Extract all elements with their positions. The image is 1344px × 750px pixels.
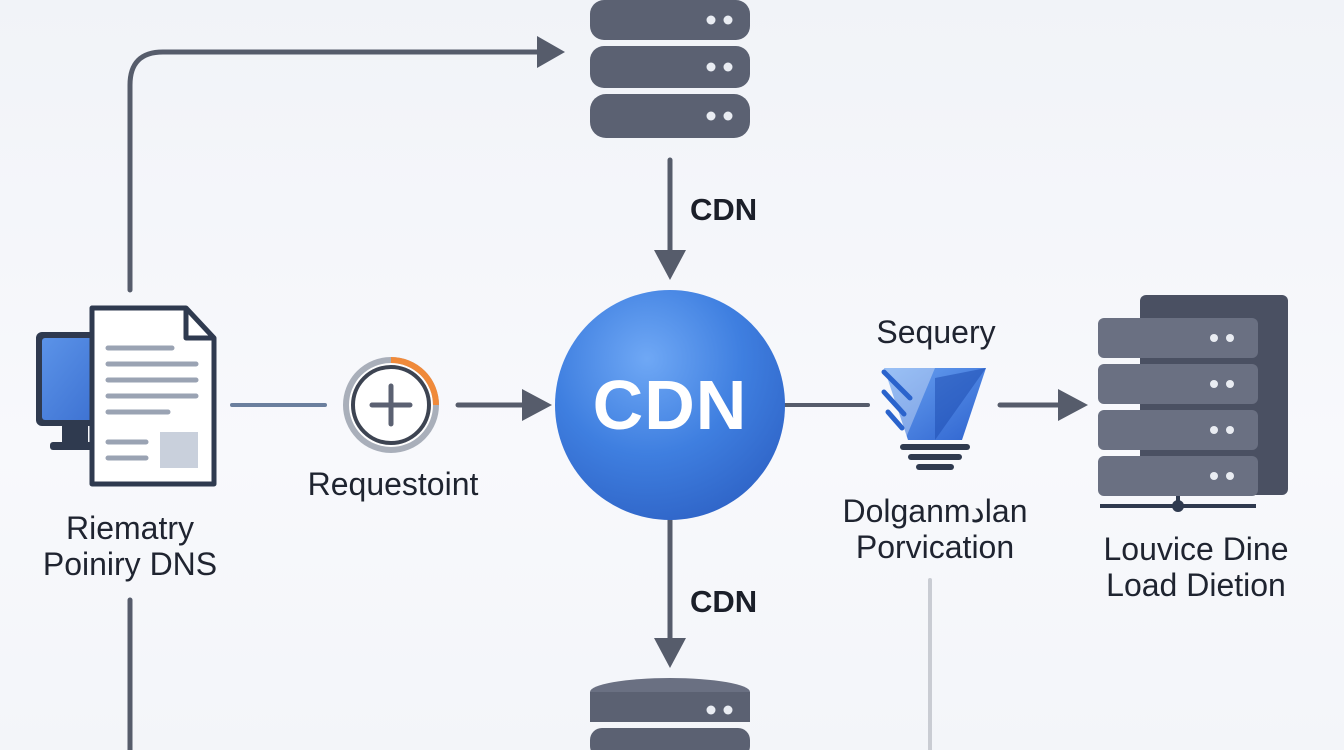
cdn-node [555, 290, 785, 520]
arrowhead-cdn-top [654, 250, 686, 280]
database-icon [590, 0, 750, 138]
client-label-line1: Riematry [65, 510, 194, 546]
cdn-node-label: CDN [592, 366, 748, 444]
security-node-label: Dolganmدlan Porvication [820, 493, 1050, 565]
load-label-line2: Load Dietion [1106, 567, 1286, 603]
security-lamp-icon [881, 368, 986, 470]
edge-label-top-cdn: CDN [690, 192, 758, 227]
arrowhead-load [1058, 389, 1088, 421]
client-node-label: Riematry Poiniry DNS [20, 510, 240, 582]
load-node-label: Louvice Dine Load Dietion [1076, 531, 1316, 603]
arrowhead-cdn-left [522, 389, 552, 421]
client-label-line2: Poiniry DNS [42, 546, 218, 582]
desktop-document-icon [36, 305, 217, 487]
plus-circle-icon [343, 357, 439, 453]
security-node-title: Sequery [876, 314, 996, 350]
server-rack-icon [1098, 295, 1288, 512]
connectors [127, 36, 1088, 750]
request-node-label: Requestoint [307, 466, 479, 502]
arrowhead-bottom-server [654, 638, 686, 668]
database-icon [590, 678, 750, 750]
security-label-line2: Porvication [855, 529, 1015, 565]
edge-client-to-top [127, 49, 543, 293]
edge-label-bottom-cdn: CDN [690, 584, 758, 619]
load-label-line1: Louvice Dine [1103, 531, 1289, 567]
arrowhead-top-server [537, 36, 565, 68]
security-label-line1: Dolganmدlan [842, 493, 1028, 529]
